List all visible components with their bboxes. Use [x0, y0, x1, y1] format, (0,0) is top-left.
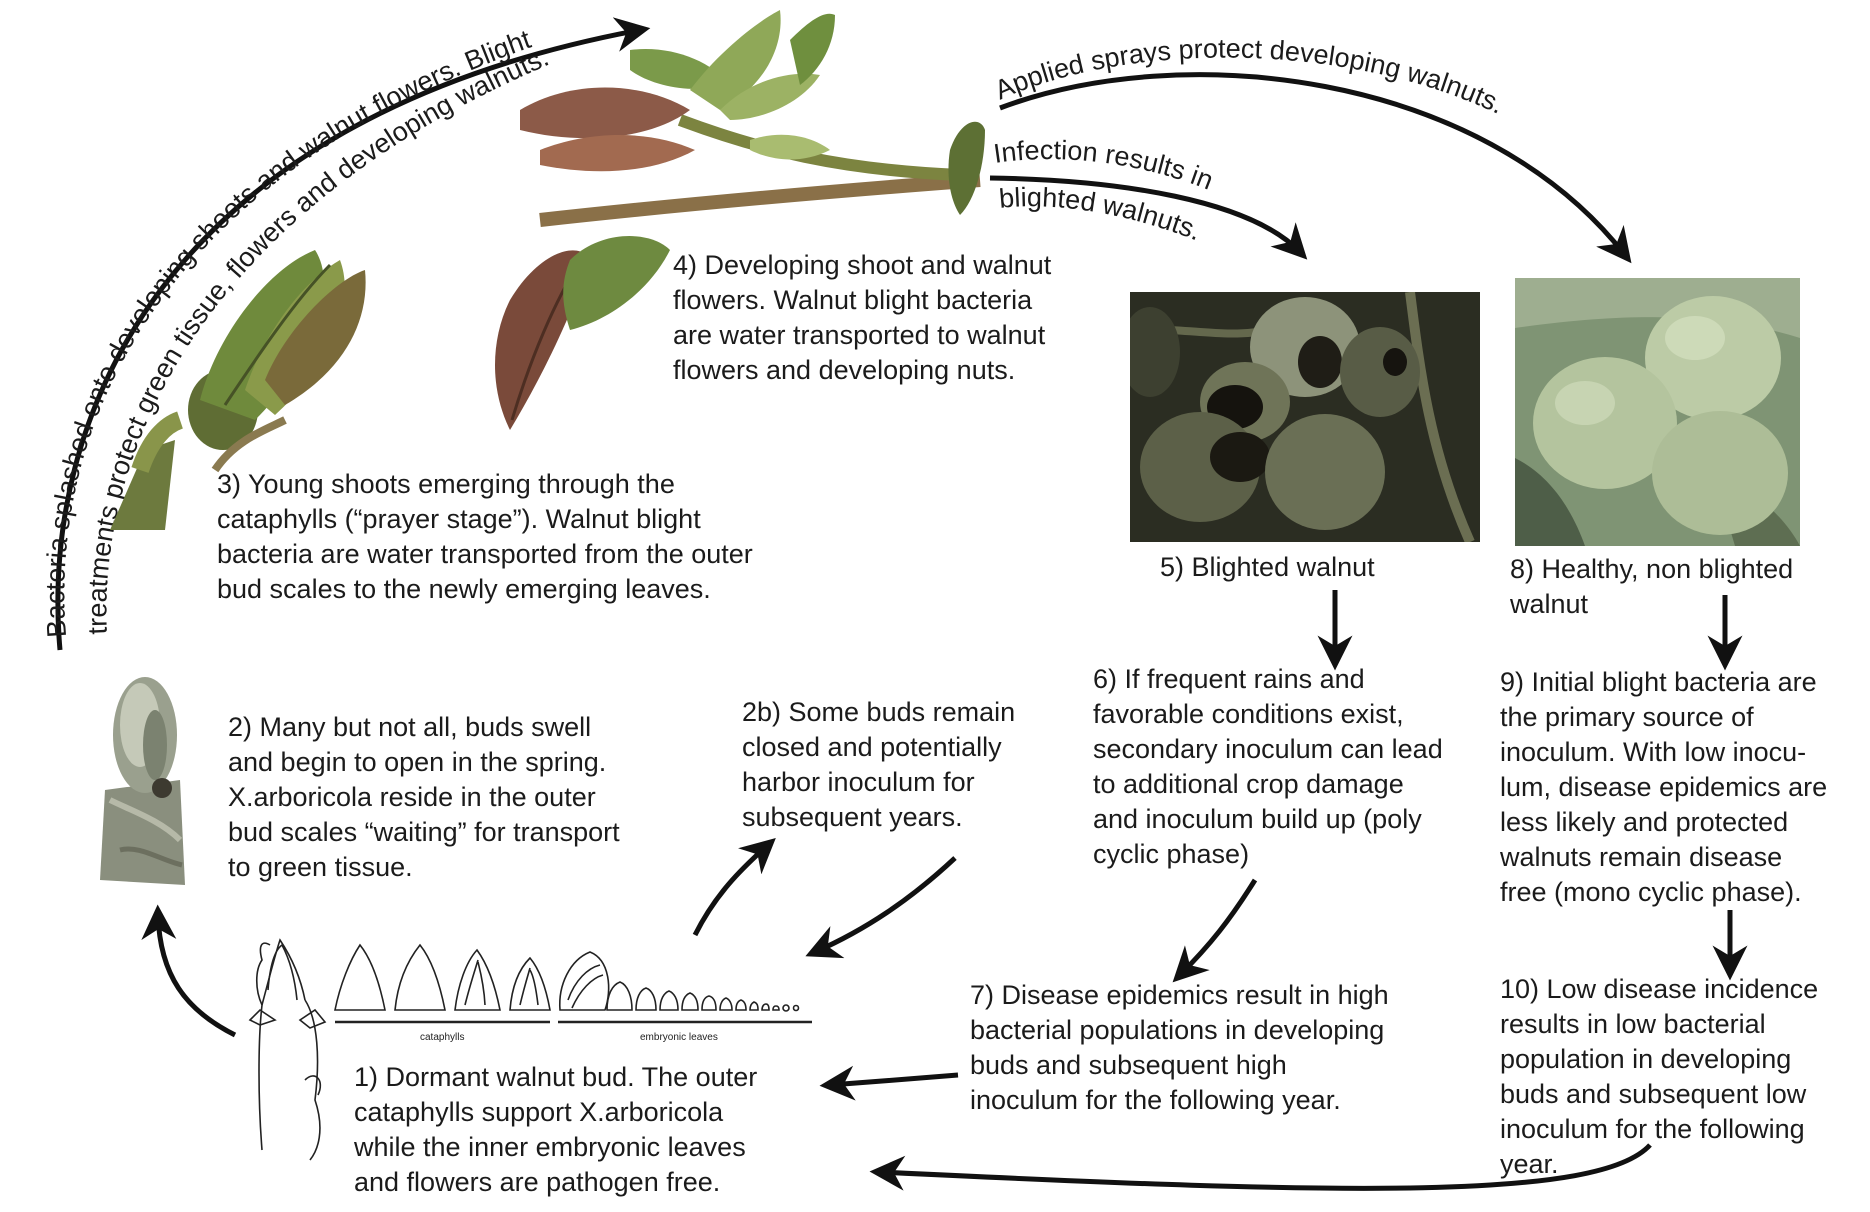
embryonic-label: embryonic leaves	[640, 1032, 718, 1043]
infection-label-2: blighted walnuts.	[998, 182, 1206, 246]
arrow-bud-to-shoot	[55, 17, 651, 651]
caption-step-4: 4) Developing shoot and walnut flowers. …	[673, 250, 1052, 385]
arrow-infection	[989, 175, 1308, 260]
photo-developing-shoot	[480, 0, 1000, 440]
arrow-sprays	[999, 72, 1632, 264]
cataphylls-label: cataphylls	[420, 1032, 464, 1043]
arrow-7-to-1	[819, 1065, 959, 1101]
dormant-bud-drawing	[248, 938, 800, 1161]
caption-step-6: 6) If frequent rains and favorable condi…	[1093, 664, 1443, 869]
caption-step-3: 3) Young shoots emerging through the cat…	[217, 469, 753, 604]
arrow-10-to-1	[869, 1143, 1652, 1191]
caption-step-8: 8) Healthy, non blighted walnut	[1510, 554, 1794, 619]
caption-step-7: 7) Disease epidemics result in high bact…	[970, 980, 1389, 1115]
caption-step-2b: 2b) Some buds remain closed and potentia…	[742, 697, 1016, 832]
arrow-6-to-7	[1172, 878, 1258, 983]
photo-blighted-walnut	[1130, 292, 1480, 542]
caption-step-5: 5) Blighted walnut	[1160, 552, 1375, 582]
caption-step-1: 1) Dormant walnut bud. The outer cataphy…	[354, 1062, 758, 1197]
caption-step-2: 2) Many but not all, buds swell and begi…	[228, 712, 620, 882]
caption-step-10: 10) Low disease incidence results in low…	[1500, 974, 1819, 1179]
photo-young-shoots	[105, 240, 385, 530]
caption-step-9: 9) Initial blight bacteria are the prima…	[1500, 667, 1828, 907]
photo-healthy-walnut	[1515, 278, 1800, 546]
arrow-2b-to-1	[805, 856, 957, 959]
arrow-1-to-2	[141, 904, 237, 1038]
arrow-1-to-2b	[692, 838, 776, 937]
photo-swelling-bud	[100, 670, 185, 885]
